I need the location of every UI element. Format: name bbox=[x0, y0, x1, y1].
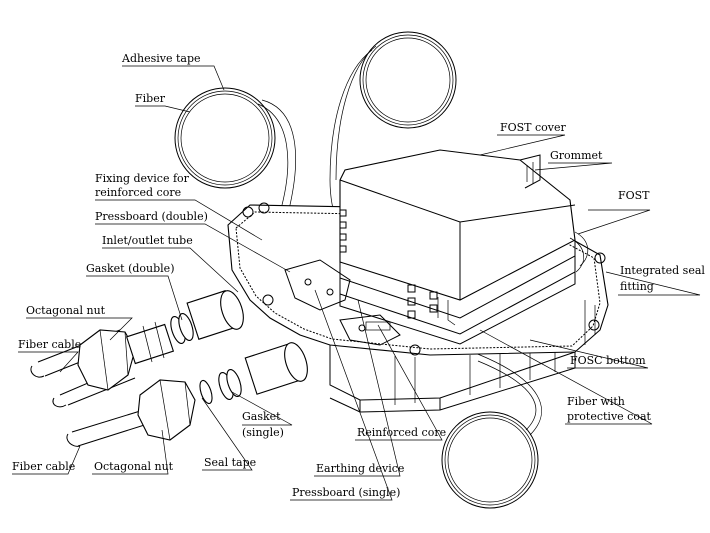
label-fost: FOST bbox=[618, 189, 650, 202]
label-reinforced-core: Reinforced core bbox=[357, 426, 446, 439]
label-gasket-single-2: (single) bbox=[242, 426, 284, 439]
label-seal-tape: Seal tape bbox=[204, 456, 256, 469]
label-earthing-device: Earthing device bbox=[316, 462, 404, 475]
label-pressboard-single: Pressboard (single) bbox=[292, 486, 400, 499]
label-octagonal-nut-top: Octagonal nut bbox=[26, 304, 106, 317]
label-gasket-single-1: Gasket bbox=[242, 410, 281, 423]
fiber-coil-bottom-right bbox=[389, 321, 542, 509]
label-integrated-seal-1: Integrated seal bbox=[620, 264, 705, 277]
lower-cable-assembly bbox=[66, 342, 308, 447]
octagonal-nut-lower bbox=[137, 379, 196, 441]
label-fiber-cable-top: Fiber cable bbox=[18, 338, 81, 351]
label-fiber-protective-1: Fiber with bbox=[567, 395, 625, 408]
label-fosc-bottom: FOSC bottom bbox=[570, 354, 646, 367]
label-octagonal-nut-bottom: Octagonal nut bbox=[94, 460, 174, 473]
fost-tray-stack bbox=[339, 149, 588, 345]
label-inlet-outlet-tube: Inlet/outlet tube bbox=[102, 234, 193, 247]
label-grommet: Grommet bbox=[550, 149, 603, 162]
label-gasket-double: Gasket (double) bbox=[86, 262, 174, 275]
label-fiber-protective-2: protective coat bbox=[567, 410, 652, 423]
label-fixing-device-2: reinforced core bbox=[95, 186, 181, 199]
leader-lines bbox=[12, 65, 701, 501]
label-fiber: Fiber bbox=[135, 92, 166, 105]
inlet-outlet-tube bbox=[220, 290, 244, 330]
label-fiber-cable-bottom: Fiber cable bbox=[12, 460, 75, 473]
label-fixing-device-1: Fixing device for bbox=[95, 172, 190, 185]
label-pressboard-double: Pressboard (double) bbox=[95, 210, 208, 223]
upper-cable-assembly bbox=[30, 290, 244, 408]
labels: Adhesive tape Fiber FOST cover Grommet F… bbox=[12, 52, 705, 499]
fiber-coil-top-left bbox=[174, 87, 296, 251]
label-fost-cover: FOST cover bbox=[500, 121, 567, 134]
label-integrated-seal-2: fitting bbox=[620, 280, 654, 293]
label-adhesive-tape: Adhesive tape bbox=[121, 52, 201, 65]
